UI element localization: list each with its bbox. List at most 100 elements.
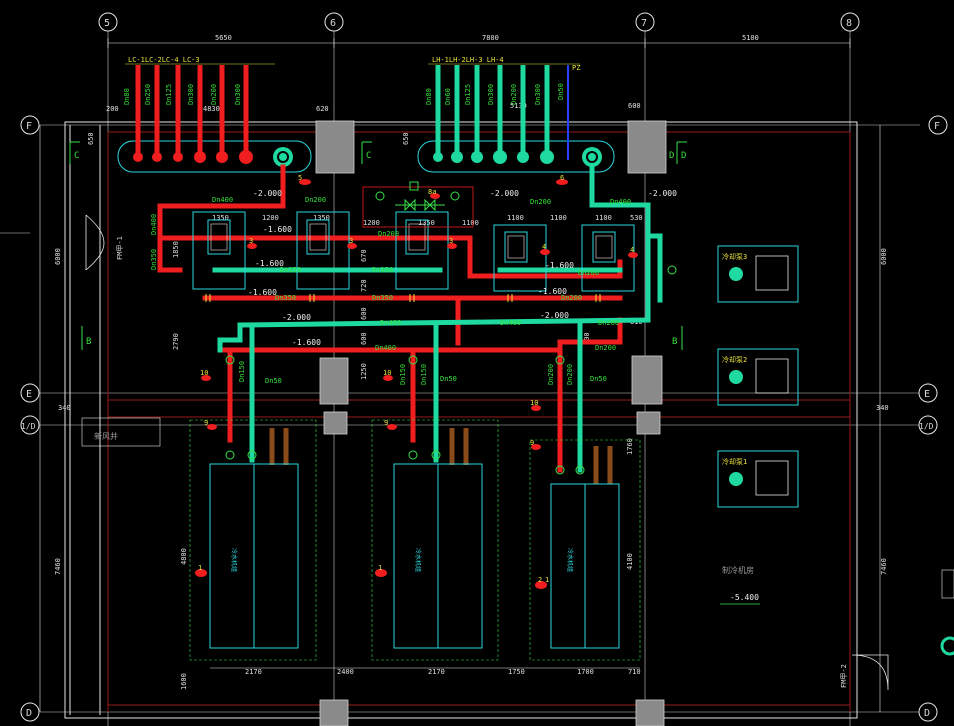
svg-text:Dn200: Dn200 — [566, 364, 574, 385]
cooling-pump-heads — [729, 267, 743, 486]
axis-top-6: 6 — [330, 18, 336, 29]
axis-right-1D: 1/D — [919, 422, 934, 431]
svg-text:-2.000: -2.000 — [253, 189, 282, 198]
pump-label-2: 冷却泵2 — [722, 355, 747, 364]
svg-text:9: 9 — [530, 439, 534, 447]
svg-text:Dn200: Dn200 — [561, 294, 582, 302]
svg-text:1600: 1600 — [180, 673, 188, 690]
svg-text:Dn200: Dn200 — [510, 84, 518, 105]
svg-text:-1.600: -1.600 — [538, 287, 567, 296]
axis-bubbles-left — [20, 115, 948, 722]
cyan-branch-ends — [433, 150, 554, 164]
axis-bubbles-top — [98, 12, 860, 32]
dim-top-1: 5650 — [215, 34, 232, 42]
riser-valves — [225, 265, 677, 475]
cyan-pipe-labels: Dn80 Dn60 Dn125 Dn300 Dn200 Dn300 Dn50 — [425, 83, 565, 105]
dim-top-2: 7800 — [482, 34, 499, 42]
svg-text:1850: 1850 — [172, 241, 180, 258]
svg-text:1250: 1250 — [360, 363, 368, 380]
svg-text:冷水机组: 冷水机组 — [230, 548, 238, 572]
svg-text:-2.000: -2.000 — [490, 189, 519, 198]
svg-text:Dn50: Dn50 — [590, 375, 607, 383]
dim-bottom-1: 2170 — [245, 668, 262, 676]
svg-text:冷水机组: 冷水机组 — [566, 548, 574, 572]
dim-left-3: 7460 — [54, 558, 62, 575]
svg-text:1760: 1760 — [626, 438, 634, 455]
axis-top-7: 7 — [641, 18, 647, 29]
svg-text:-1.600: -1.600 — [255, 259, 284, 268]
svg-text:2: 2 — [538, 576, 542, 584]
svg-text:4: 4 — [542, 243, 546, 251]
cooling-pumps — [717, 245, 799, 508]
svg-text:720: 720 — [360, 279, 368, 292]
dim-bottom-3: 2170 — [428, 668, 445, 676]
svg-text:1: 1 — [545, 576, 549, 584]
door-left-label: FM甲-1 — [116, 236, 124, 260]
dim-bottom-2: 2400 — [337, 668, 354, 676]
red-branch-ends — [133, 150, 253, 164]
svg-text:600: 600 — [583, 332, 591, 345]
svg-text:Dn60: Dn60 — [444, 88, 452, 105]
svg-text:Dn300: Dn300 — [487, 84, 495, 105]
pump-label-3: 冷却泵3 — [722, 252, 747, 261]
dim-right-2: 340 — [876, 404, 889, 412]
chiller-units — [192, 211, 635, 292]
structural-columns — [315, 120, 667, 726]
axis-right-D: D — [924, 708, 930, 719]
equipment-tag-numbers: 1 1 2 3 3 3 4 4 5 6 8a 9 9 9 10 10 10 1 — [198, 174, 634, 584]
dim-top-3: 5100 — [742, 34, 759, 42]
svg-text:1200: 1200 — [262, 214, 279, 222]
svg-text:1100: 1100 — [595, 214, 612, 222]
axis-top-8: 8 — [846, 18, 852, 29]
walls — [64, 121, 858, 719]
axis-right-E: E — [924, 389, 930, 400]
svg-text:1350: 1350 — [418, 219, 435, 227]
sect-b-left: B — [86, 337, 91, 347]
header-cyan-vessel — [417, 140, 615, 173]
svg-text:5: 5 — [298, 174, 302, 182]
misc-dims: 200 4830 620 650 5130 600 650 1350 1200 … — [87, 102, 643, 690]
svg-text:200: 200 — [106, 105, 119, 113]
dimension-lines — [39, 38, 881, 712]
section-markers — [69, 141, 687, 350]
svg-text:Dn300: Dn300 — [234, 84, 242, 105]
axis-top-5: 5 — [104, 18, 110, 29]
axis-left-E: E — [26, 389, 32, 400]
dim-bottom-5: 1700 — [577, 668, 594, 676]
svg-text:-5.400: -5.400 — [730, 593, 759, 602]
strainers-yellow — [205, 294, 601, 302]
pz-label: PZ — [572, 64, 580, 72]
cooling-pump-motors — [755, 255, 789, 496]
dim-bottom-6: 710 — [628, 668, 641, 676]
svg-text:1100: 1100 — [462, 219, 479, 227]
svg-text:4800: 4800 — [180, 548, 188, 565]
equipment-outline — [189, 419, 641, 661]
svg-text:-1.600: -1.600 — [292, 338, 321, 347]
cyan-branch-pipes — [435, 65, 550, 157]
svg-text:冷水机组: 冷水机组 — [414, 548, 422, 572]
svg-text:600: 600 — [360, 307, 368, 320]
dim-right-3: 7460 — [880, 558, 888, 575]
chiller-units-detail — [210, 223, 613, 259]
svg-text:Dn50: Dn50 — [265, 377, 282, 385]
svg-text:Dn400: Dn400 — [212, 196, 233, 204]
sect-d-left: D — [669, 151, 674, 161]
svg-text:-2.000: -2.000 — [282, 313, 311, 322]
red-pipe-labels: Dn80 Dn250 Dn125 Dn300 Dn200 Dn300 — [123, 84, 242, 105]
svg-text:Dn200: Dn200 — [210, 84, 218, 105]
svg-text:1100: 1100 — [550, 214, 567, 222]
svg-text:Dn150: Dn150 — [399, 364, 407, 385]
axis-left-1D: 1/D — [21, 422, 36, 431]
svg-text:Dn400: Dn400 — [150, 214, 158, 235]
brown-pipes — [269, 428, 613, 484]
svg-text:Dn350: Dn350 — [372, 266, 393, 274]
svg-text:530: 530 — [630, 214, 643, 222]
svg-text:1200: 1200 — [363, 219, 380, 227]
svg-text:650: 650 — [402, 132, 410, 145]
dim-left-2: 340 — [58, 404, 71, 412]
sect-c-left: C — [74, 151, 79, 161]
svg-text:Dn300: Dn300 — [534, 84, 542, 105]
red-branch-pipes — [135, 65, 249, 157]
cyan-main-pipes — [212, 164, 663, 473]
